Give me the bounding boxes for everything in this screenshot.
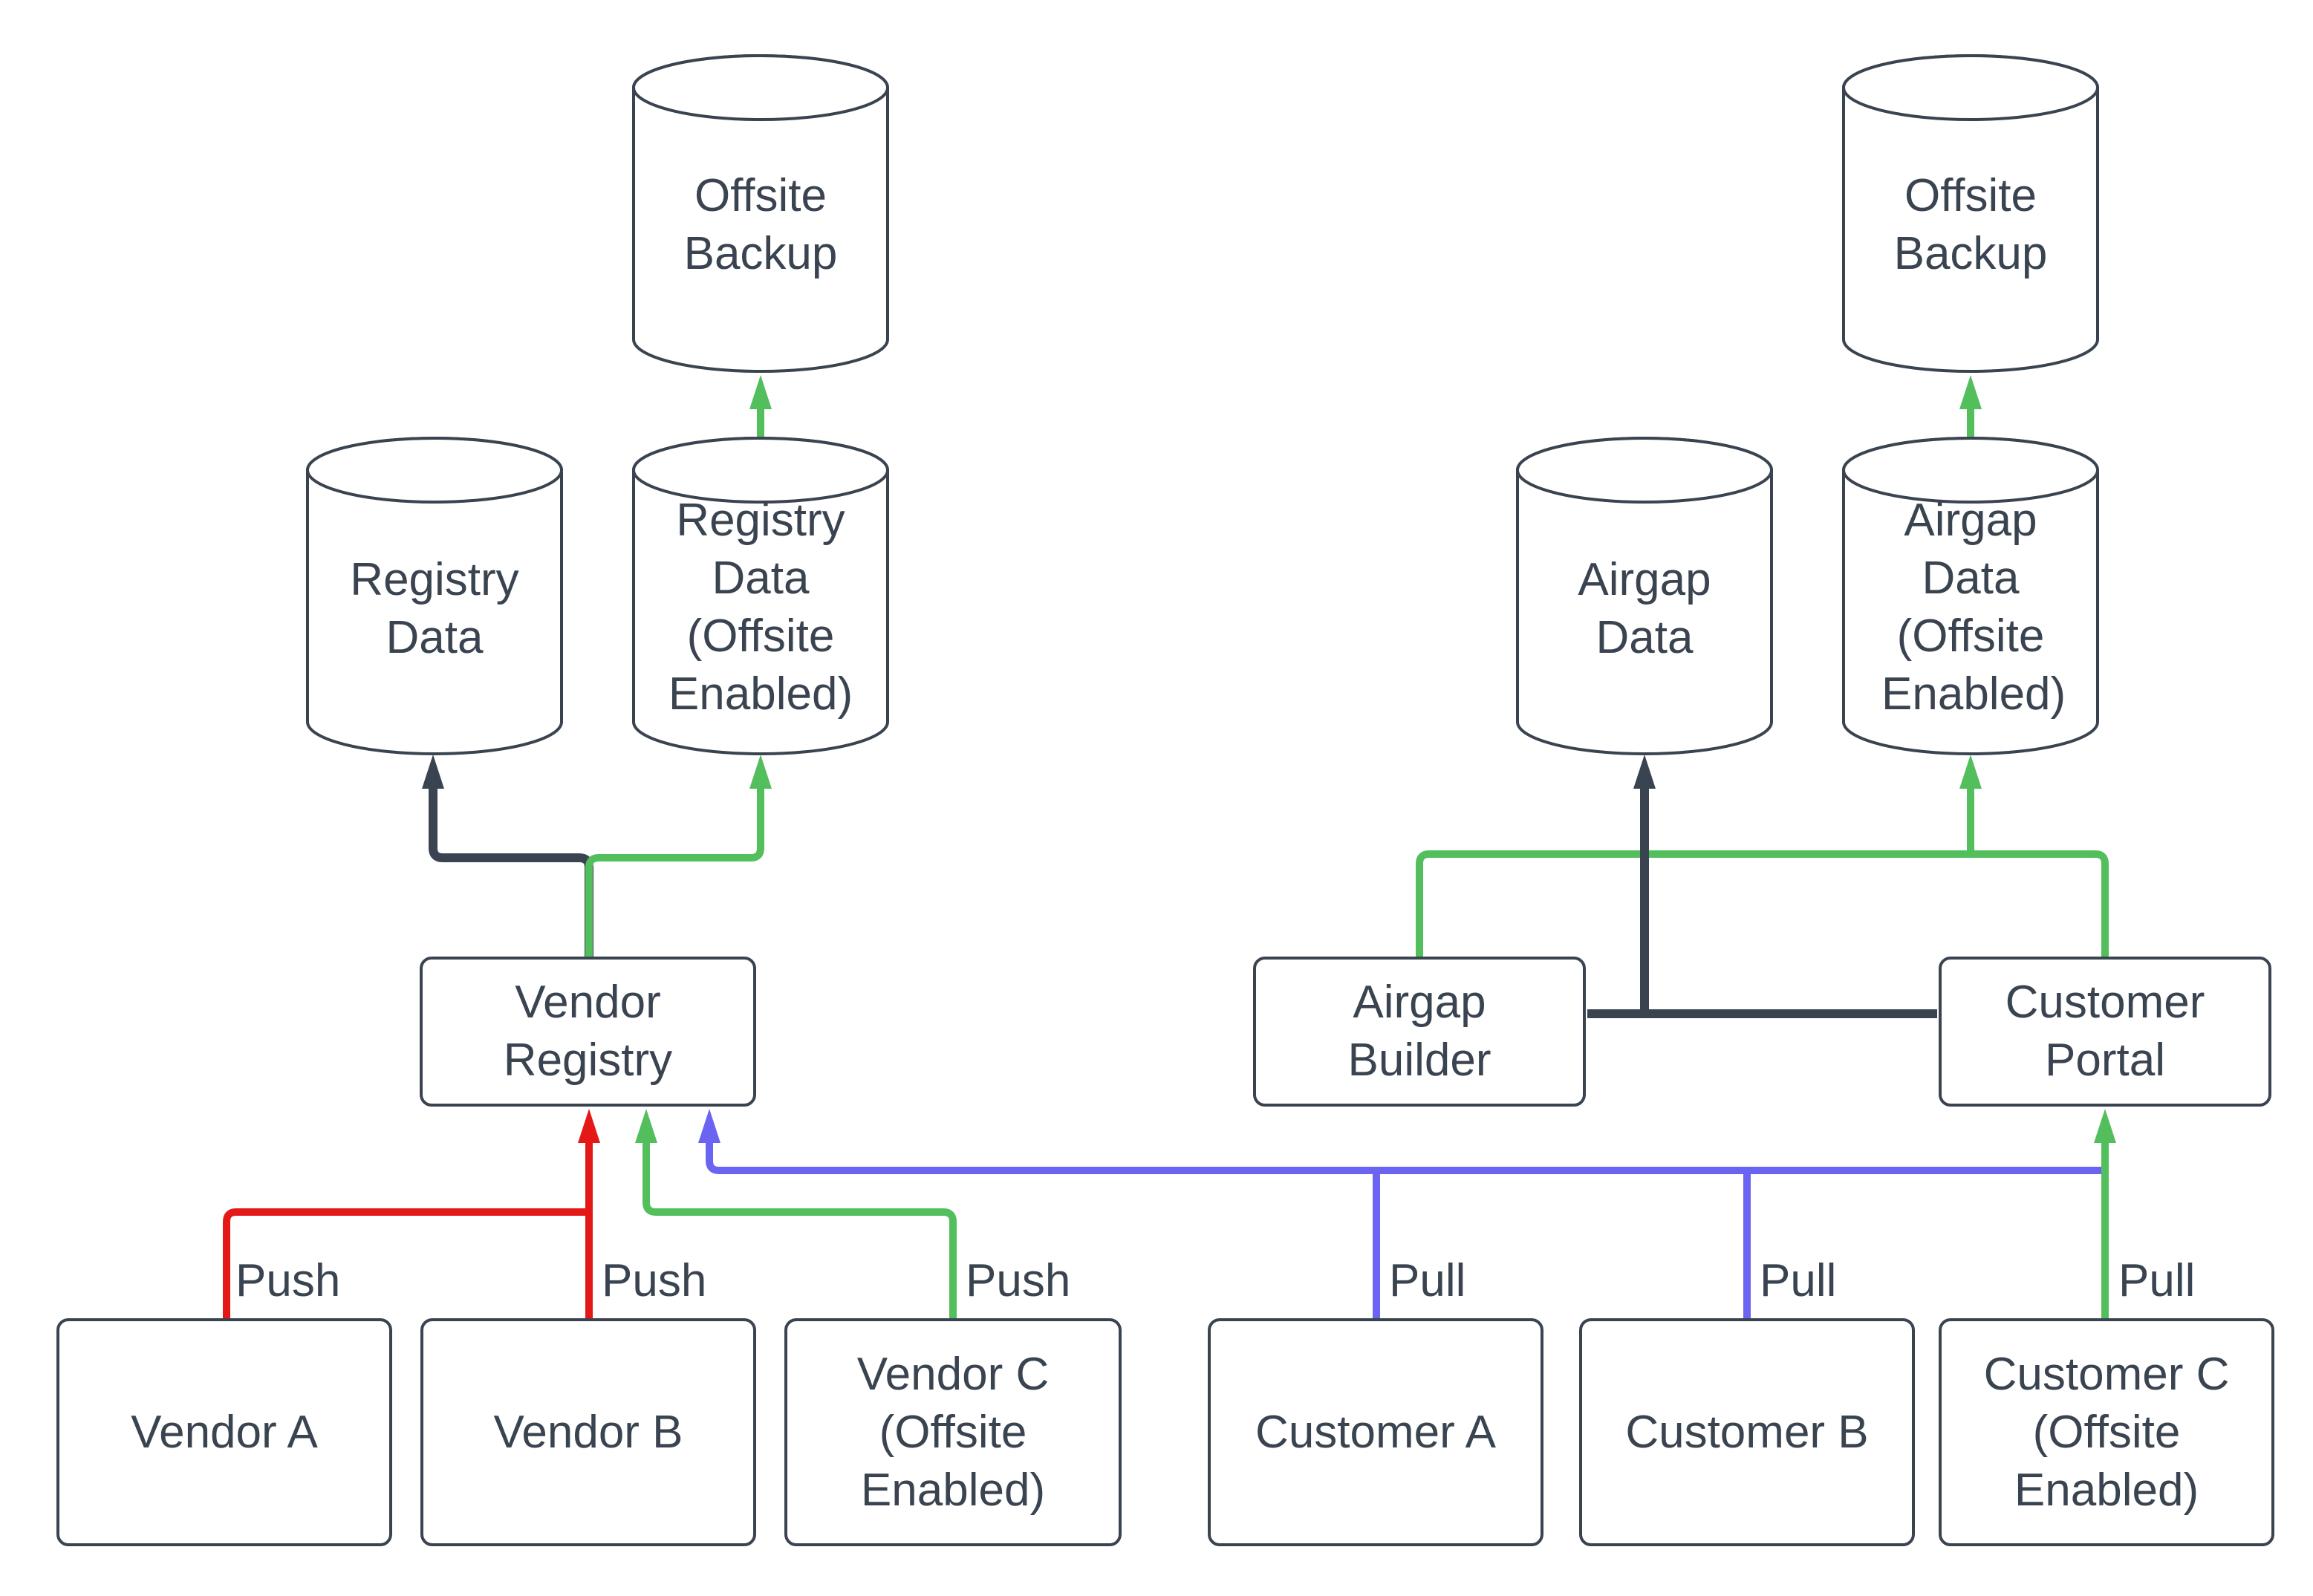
node-label: Registry Data: [350, 554, 519, 663]
edge-label-pull-b: Pull: [1760, 1255, 1837, 1306]
arrowhead-dark: [422, 755, 444, 789]
node-label: Registry Data (Offsite Enabled): [668, 494, 853, 720]
node-label: Vendor C (Offsite Enabled): [856, 1348, 1050, 1516]
node-airgap-data: Airgap Data: [1517, 479, 1772, 739]
node-vendor-registry: Vendor Registry: [420, 957, 756, 1107]
edge-label-push-a: Push: [235, 1255, 341, 1306]
node-label: Customer Portal: [2005, 977, 2205, 1086]
edge-vendor-registry-to-registry-data-offsite: [585, 755, 772, 957]
cylinder-shapes: [306, 54, 2099, 755]
arrowhead-green: [635, 1109, 657, 1143]
node-customer-a: Customer A: [1208, 1318, 1543, 1546]
arrowhead-green: [1959, 375, 1982, 409]
arrowhead-red: [578, 1109, 600, 1143]
arrowhead-blue: [698, 1109, 720, 1143]
node-registry-data: Registry Data: [308, 479, 562, 739]
node-label: Customer C (Offsite Enabled): [1983, 1348, 2230, 1516]
edge-airgap-offsite-to-offsite-backup: [1959, 375, 1982, 437]
arrowhead-green: [1959, 755, 1982, 789]
edge-vendors-push-vendor-registry: [223, 1109, 600, 1318]
edge-registry-offsite-to-offsite-backup: [749, 375, 772, 437]
node-label: Offsite Backup: [683, 169, 838, 279]
edge-builder-portal-to-airgap-data: [1587, 755, 1937, 1018]
node-label: Customer A: [1255, 1406, 1496, 1458]
edge-label-push-b: Push: [602, 1255, 707, 1306]
node-label: Customer B: [1625, 1406, 1869, 1458]
node-label: Vendor Registry: [503, 977, 673, 1086]
arrowhead-green: [2094, 1109, 2116, 1143]
node-label: Vendor A: [131, 1406, 318, 1458]
edge-label-push-c: Push: [966, 1255, 1071, 1306]
node-label: Airgap Data (Offsite Enabled): [1881, 494, 2066, 720]
edge-label-pull-c: Pull: [2118, 1255, 2196, 1306]
node-airgap-data-offsite: Airgap Data (Offsite Enabled): [1844, 468, 2098, 746]
node-registry-data-offsite: Registry Data (Offsite Enabled): [634, 468, 888, 746]
node-label: Airgap Data: [1578, 554, 1711, 663]
edge-customers-pull-vendor-registry: [698, 1109, 2105, 1318]
node-label: Vendor B: [493, 1406, 683, 1458]
arrowhead-dark: [1633, 755, 1656, 789]
node-customer-c: Customer C (Offsite Enabled): [1939, 1318, 2274, 1546]
node-label: Airgap Builder: [1347, 977, 1491, 1086]
edge-vendor-c-push-vendor-registry: [635, 1109, 957, 1318]
node-label: Offsite Backup: [1893, 169, 2048, 279]
node-offsite-backup-right: Offsite Backup: [1844, 93, 2098, 356]
node-offsite-backup-left: Offsite Backup: [634, 93, 888, 356]
edge-vendor-registry-to-registry-data: [422, 755, 593, 957]
arrowhead-green: [749, 375, 772, 409]
edge-label-pull-a: Pull: [1389, 1255, 1466, 1306]
node-airgap-builder: Airgap Builder: [1253, 957, 1586, 1107]
edge-customer-c-pull-customer-portal: [2094, 1109, 2116, 1318]
node-customer-portal: Customer Portal: [1939, 957, 2271, 1107]
node-vendor-b: Vendor B: [420, 1318, 756, 1546]
edge-builder-portal-to-airgap-offsite: [1416, 755, 2109, 957]
node-customer-b: Customer B: [1579, 1318, 1915, 1546]
node-vendor-a: Vendor A: [56, 1318, 392, 1546]
node-vendor-c: Vendor C (Offsite Enabled): [784, 1318, 1122, 1546]
arrowhead-green: [749, 755, 772, 789]
